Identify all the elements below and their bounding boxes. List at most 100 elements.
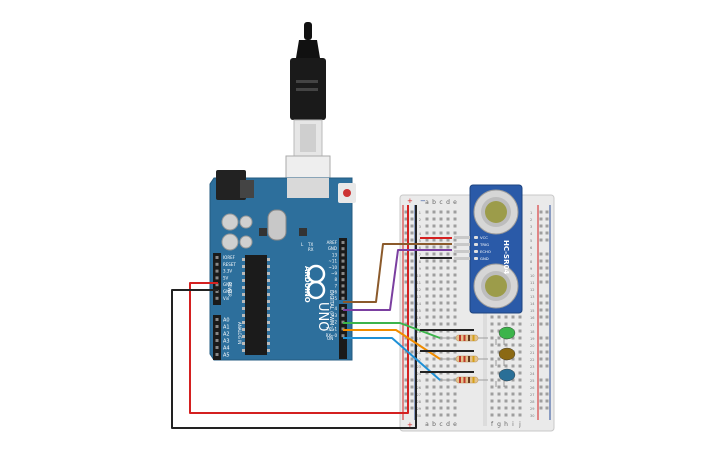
chip-pin [267, 349, 270, 352]
rail-hole [545, 322, 549, 326]
chip-pin [242, 307, 245, 310]
row-number: 23 [417, 365, 421, 369]
green-led [498, 326, 516, 340]
row-number: 22 [530, 358, 534, 362]
sensor-model-label: HC-SR04 [502, 240, 510, 274]
col-letter: a [425, 199, 429, 206]
rail-hole [410, 392, 414, 396]
bb-hole [490, 385, 494, 389]
col-letter: d [446, 199, 450, 206]
digital-pin-label: TX→1 [325, 326, 338, 331]
rail-hole [404, 210, 408, 214]
chip-pin [242, 314, 245, 317]
row-number: 6 [419, 246, 421, 250]
col-letter: b [432, 199, 436, 206]
wire-orange-pin3 [343, 329, 441, 360]
analog-label: ANALOG IN [237, 322, 242, 344]
rail-hole [410, 357, 414, 361]
header-pin [341, 290, 345, 294]
row-number: 30 [530, 414, 534, 418]
bb-hole [425, 273, 429, 277]
wire-red-5v [189, 205, 409, 414]
row-number: 25 [417, 379, 421, 383]
sensor-pin-pad [474, 250, 478, 253]
header-pin [215, 283, 219, 287]
rail-hole [545, 280, 549, 284]
bb-hole [432, 245, 436, 249]
bb-hole [425, 231, 429, 235]
rail-hole [404, 336, 408, 340]
header-pin [215, 346, 219, 349]
row-number: 24 [530, 372, 535, 376]
header-pin [215, 325, 219, 328]
rail-hole [545, 315, 549, 319]
header-pin [341, 259, 345, 263]
bb-hole [425, 301, 429, 305]
rail-hole [404, 259, 408, 263]
bb-hole [511, 385, 515, 389]
bb-hole [432, 385, 436, 389]
bb-hole [425, 259, 429, 263]
digital-pin-label: ~3 [331, 313, 337, 318]
bb-hole [504, 364, 508, 368]
bb-hole [446, 217, 450, 221]
digital-pin-label: 2 [334, 320, 337, 325]
board-model-label: UNO [315, 302, 330, 331]
bb-hole [439, 392, 443, 396]
bb-hole [432, 231, 436, 235]
bb-hole [425, 252, 429, 256]
bb-hole [497, 357, 501, 361]
row-number: 9 [530, 267, 532, 271]
bb-hole [497, 350, 501, 354]
bb-hole [518, 378, 522, 382]
bb-hole [425, 385, 429, 389]
bb-hole [439, 322, 443, 326]
bb-hole [490, 413, 494, 417]
header-pin [341, 334, 345, 338]
bb-hole [497, 392, 501, 396]
resistor-band [468, 356, 470, 362]
bb-hole [432, 252, 436, 256]
rail-hole [539, 259, 543, 263]
bb-hole [511, 364, 515, 368]
rail-hole [404, 252, 408, 256]
row-number: 8 [419, 260, 421, 264]
rail-hole [410, 406, 414, 410]
bb-hole [439, 280, 443, 284]
row-number: 24 [417, 372, 422, 376]
brown-led [498, 347, 516, 361]
bb-hole [439, 231, 443, 235]
bb-hole [504, 315, 508, 319]
resistor-band [463, 377, 466, 383]
rail-hole [404, 301, 408, 305]
bb-hole [518, 413, 522, 417]
bb-hole [439, 406, 443, 410]
bb-hole [432, 280, 436, 284]
bb-hole [439, 315, 443, 319]
sensor-pin-pad [474, 243, 478, 246]
bb-hole [453, 315, 457, 319]
header-pin [215, 256, 219, 259]
rail-hole [545, 252, 549, 256]
leds [495, 326, 516, 387]
bb-hole [425, 392, 429, 396]
rail-hole [539, 336, 543, 340]
bb-hole [446, 231, 450, 235]
row-number: 25 [530, 379, 534, 383]
rail-hole [545, 364, 549, 368]
bb-hole [432, 413, 436, 417]
chip-pin [267, 342, 270, 345]
rail-hole [539, 224, 543, 228]
bb-hole [453, 266, 457, 270]
power-pin-label: RESET [223, 262, 236, 267]
bb-hole [425, 245, 429, 249]
bb-hole [504, 406, 508, 410]
bb-hole [497, 315, 501, 319]
rail-hole [539, 378, 543, 382]
rail-hole [410, 238, 414, 242]
rail-hole [404, 266, 408, 270]
sensor-pin [454, 250, 470, 253]
rail-hole [404, 385, 408, 389]
rail-hole [410, 224, 414, 228]
bb-hole [511, 406, 515, 410]
